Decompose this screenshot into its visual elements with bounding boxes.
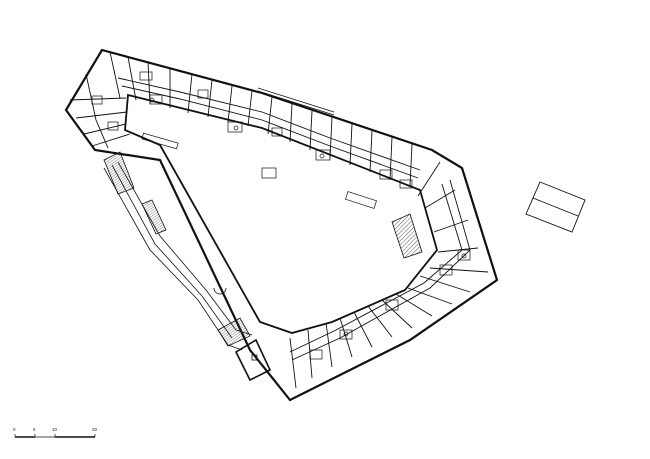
stair-west	[103, 151, 135, 195]
building-outer-wall	[64, 48, 499, 402]
unit-partitions-west	[69, 73, 131, 149]
outbuilding	[525, 181, 586, 233]
scale-label-20: 20	[92, 427, 98, 432]
scale-label-10: 10	[52, 427, 58, 432]
scale-label-5: 5	[33, 427, 36, 432]
building-inner-wall	[124, 93, 438, 334]
unit-partitions-south	[289, 161, 489, 389]
scale-label-0: 0	[13, 427, 16, 432]
interior-fixtures	[91, 71, 471, 360]
stair-courtyard	[141, 199, 167, 235]
scale-bar	[14, 434, 96, 438]
entrance-block	[234, 338, 272, 382]
hatched-core	[391, 213, 423, 259]
unit-partitions-north	[109, 51, 421, 187]
balconies	[141, 87, 377, 209]
stair-south	[217, 317, 251, 347]
